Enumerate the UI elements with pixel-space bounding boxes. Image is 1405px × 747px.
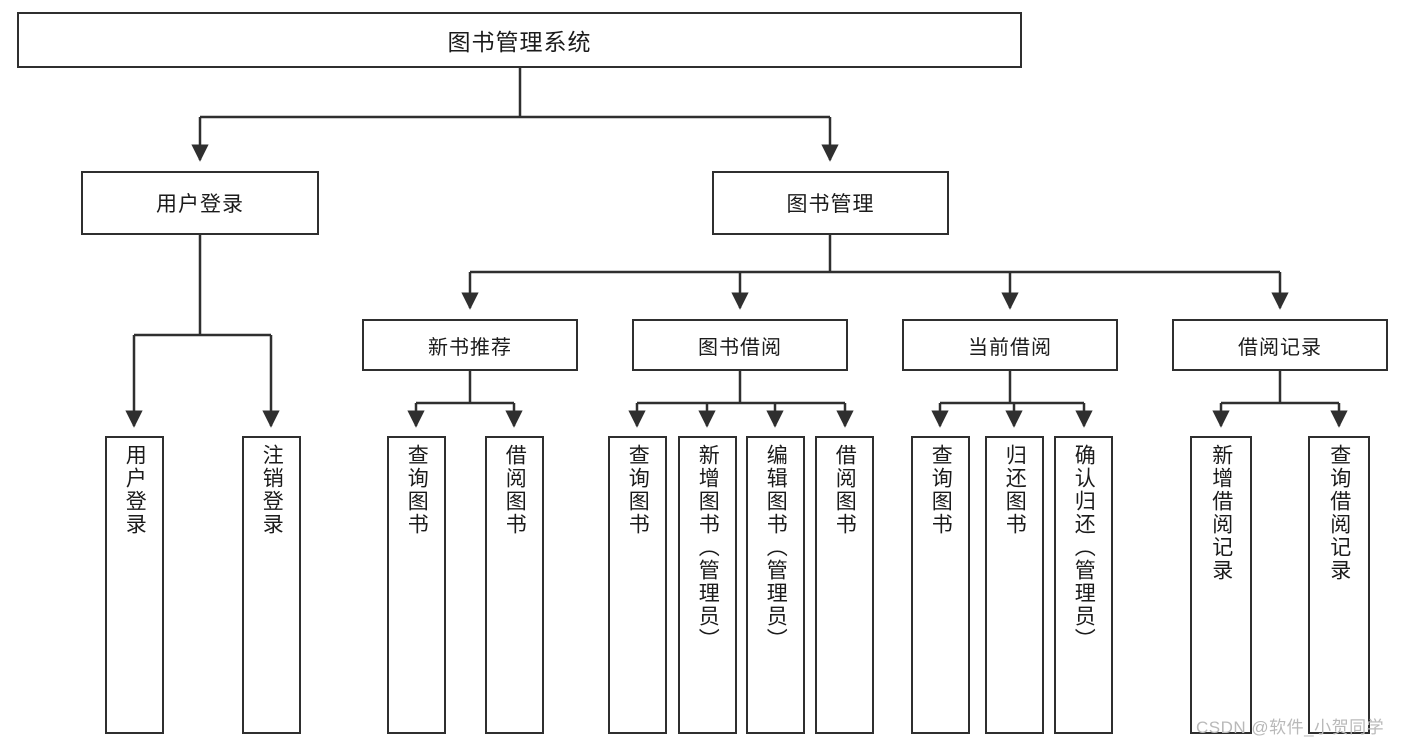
node-borrow-record-label: 借阅记录 bbox=[1238, 336, 1322, 359]
node-new-book-recommend-label: 新书推荐 bbox=[428, 336, 512, 359]
node-root-label: 图书管理系统 bbox=[447, 29, 592, 55]
node-book-borrow[interactable]: 图书借阅 bbox=[632, 319, 848, 371]
leaf-node-label: 查询图书 bbox=[929, 444, 953, 536]
leaf-node[interactable]: 查询图书 bbox=[387, 436, 446, 734]
leaf-node-label: 查询借阅记录 bbox=[1327, 444, 1351, 582]
node-new-book-recommend[interactable]: 新书推荐 bbox=[362, 319, 578, 371]
leaf-node[interactable]: 新增借阅记录 bbox=[1190, 436, 1252, 734]
leaf-node-label: 用户登录 bbox=[123, 444, 147, 536]
node-current-borrow[interactable]: 当前借阅 bbox=[902, 319, 1118, 371]
leaf-node-label: 借阅图书 bbox=[503, 444, 527, 536]
leaf-node[interactable]: 新增图书（管理员） bbox=[678, 436, 737, 734]
leaf-node-label: 查询图书 bbox=[626, 444, 650, 536]
leaf-node[interactable]: 查询借阅记录 bbox=[1308, 436, 1370, 734]
leaf-node[interactable]: 借阅图书 bbox=[485, 436, 544, 734]
leaf-node-label: 注销登录 bbox=[260, 444, 284, 536]
leaf-node[interactable]: 确认归还（管理员） bbox=[1054, 436, 1113, 734]
leaf-node-label: 借阅图书 bbox=[833, 444, 857, 536]
leaf-node[interactable]: 注销登录 bbox=[242, 436, 301, 734]
leaf-node-label: 新增借阅记录 bbox=[1209, 444, 1233, 582]
node-current-borrow-label: 当前借阅 bbox=[968, 336, 1052, 359]
leaf-node[interactable]: 查询图书 bbox=[608, 436, 667, 734]
node-user-login-label: 用户登录 bbox=[156, 193, 244, 216]
leaf-node-label: 确认归还（管理员） bbox=[1072, 444, 1096, 651]
node-book-management-label: 图书管理 bbox=[786, 193, 875, 216]
leaf-node-label: 归还图书 bbox=[1003, 444, 1027, 536]
csdn-watermark: CSDN @软件_小贺同学 bbox=[1196, 718, 1385, 737]
node-root[interactable]: 图书管理系统 bbox=[17, 12, 1022, 68]
leaf-node[interactable]: 编辑图书（管理员） bbox=[746, 436, 805, 734]
leaf-node[interactable]: 借阅图书 bbox=[815, 436, 874, 734]
leaf-node[interactable]: 用户登录 bbox=[105, 436, 164, 734]
leaf-node[interactable]: 查询图书 bbox=[911, 436, 970, 734]
leaf-node-label: 新增图书（管理员） bbox=[696, 444, 720, 651]
node-book-borrow-label: 图书借阅 bbox=[698, 336, 782, 359]
node-user-login[interactable]: 用户登录 bbox=[81, 171, 319, 235]
node-borrow-record[interactable]: 借阅记录 bbox=[1172, 319, 1388, 371]
node-book-management[interactable]: 图书管理 bbox=[712, 171, 949, 235]
leaf-node-label: 编辑图书（管理员） bbox=[764, 444, 788, 651]
leaf-node[interactable]: 归还图书 bbox=[985, 436, 1044, 734]
leaf-node-label: 查询图书 bbox=[405, 444, 429, 536]
